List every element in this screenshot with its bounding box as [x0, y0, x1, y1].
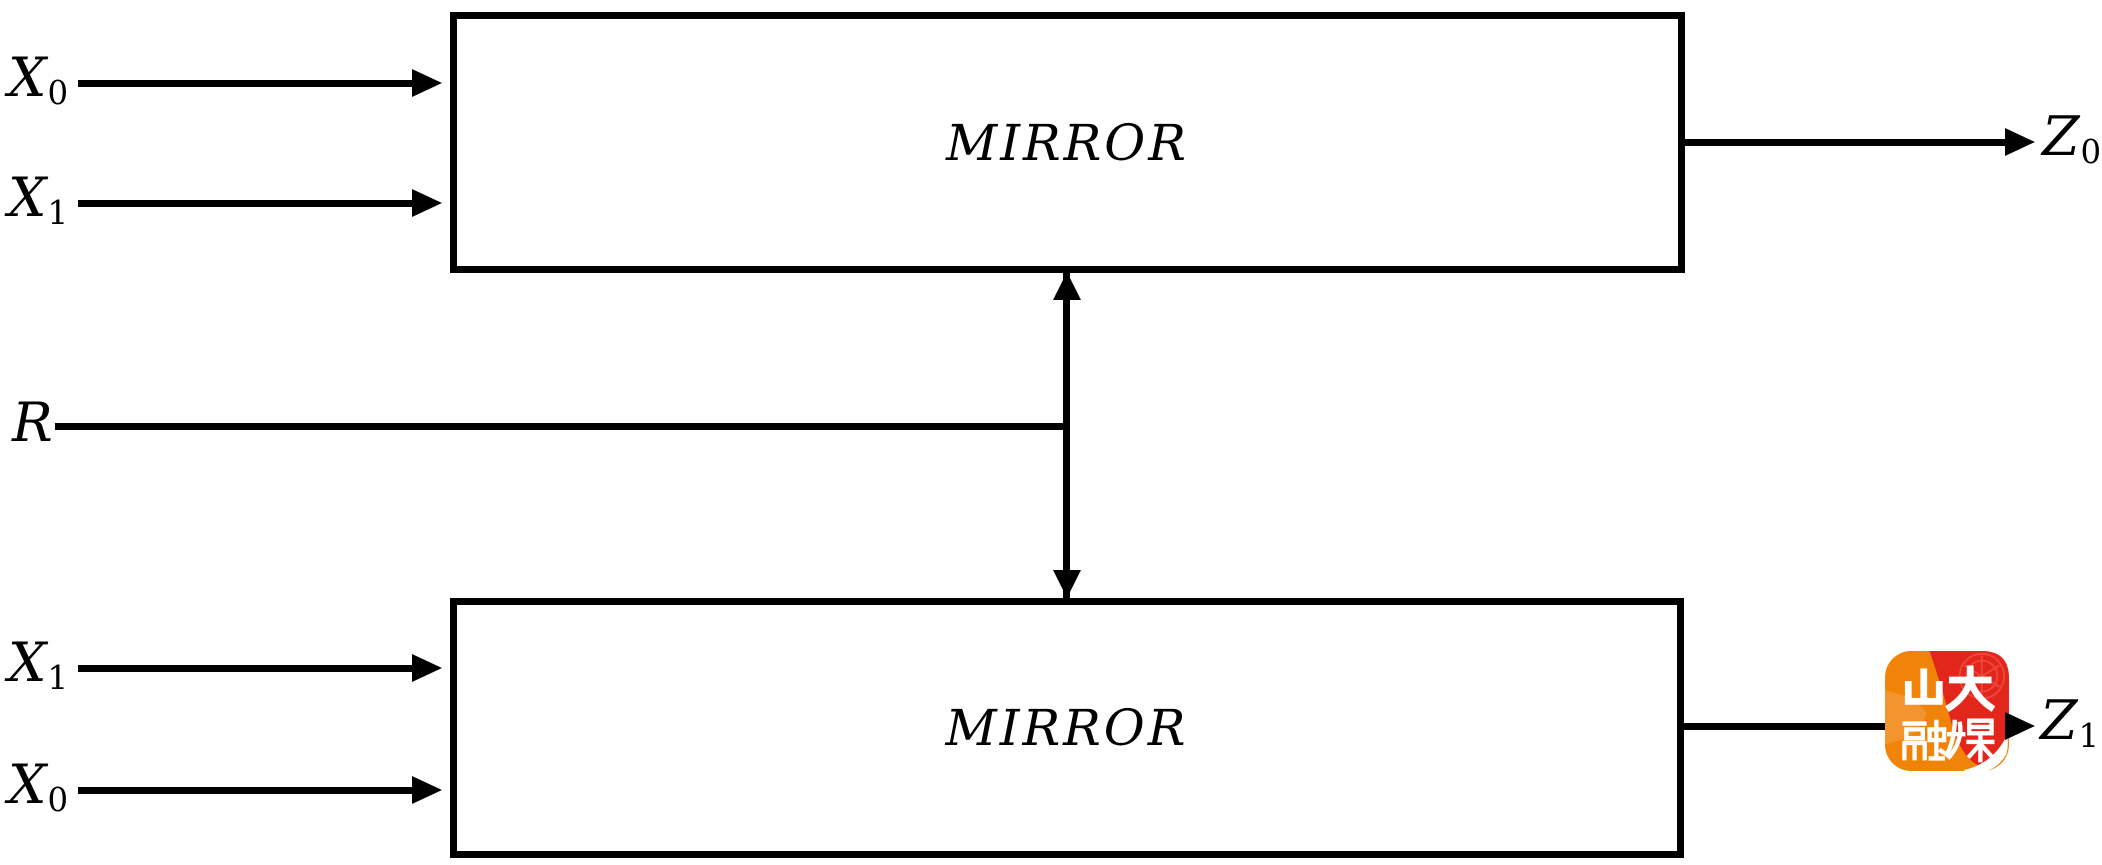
label-top-input-x1-base: X: [8, 166, 47, 229]
top-input-x0-arrowhead: [412, 69, 442, 97]
mirror-block-bottom-label: MIRROR: [945, 699, 1189, 757]
label-reset-r-base: R: [12, 391, 53, 454]
top-input-x0-arrow-line: [78, 80, 414, 87]
label-bottom-input-x1-subscript: 1: [47, 659, 69, 698]
logo-glyph-mei: [1944, 718, 1995, 763]
top-input-x1-arrowhead: [412, 189, 442, 217]
watermark-logo-svg: [1885, 650, 2009, 773]
label-top-input-x1: X1: [8, 166, 68, 233]
label-bottom-input-x0-base: X: [8, 753, 47, 816]
label-top-input-x0-base: X: [8, 46, 47, 109]
label-top-output-z0-subscript: 0: [2080, 133, 2102, 172]
reset-connector-arrowhead-up: [1053, 272, 1081, 300]
label-bottom-input-x1: X1: [8, 631, 68, 698]
label-bottom-input-x0: X0: [8, 753, 68, 820]
label-bottom-output-z1-subscript: 1: [2078, 717, 2100, 756]
bottom-input-x1-arrowhead: [412, 654, 442, 682]
logo-glyph-shan: [1904, 668, 1943, 705]
label-reset-r: R: [12, 391, 54, 458]
shanda-rongmei-watermark-logo-icon: 山大融媒: [1884, 650, 2010, 773]
logo-glyph-da: [1945, 665, 1996, 712]
mirror-block-top: MIRROR: [450, 12, 1685, 273]
label-bottom-output-z1: Z1: [2040, 689, 2099, 756]
bottom-output-z1-arrowhead: [2005, 712, 2035, 740]
label-bottom-input-x1-base: X: [8, 631, 47, 694]
label-bottom-output-z1-base: Z: [2040, 689, 2078, 752]
top-input-x1-arrow-line: [78, 200, 414, 207]
reset-connector-arrowhead-down: [1053, 570, 1081, 598]
label-top-output-z0-base: Z: [2042, 105, 2080, 168]
bottom-input-x0-arrowhead: [412, 776, 442, 804]
logo-glyph-rong: [1902, 719, 1947, 761]
logo-white-swoosh: [1963, 735, 2008, 773]
reset-r-line: [55, 423, 1070, 430]
bottom-input-x0-arrow-line: [78, 787, 414, 794]
mirror-block-top-label: MIRROR: [946, 113, 1189, 172]
label-top-input-x0-subscript: 0: [47, 74, 69, 113]
label-top-output-z0: Z0: [2042, 105, 2101, 172]
label-top-input-x1-subscript: 1: [47, 194, 69, 233]
top-output-z0-arrow-line: [1685, 139, 2007, 146]
top-output-z0-arrowhead: [2005, 128, 2035, 156]
bottom-input-x1-arrow-line: [78, 665, 414, 672]
reset-vertical-connector-line: [1063, 272, 1070, 598]
label-top-input-x0: X0: [8, 46, 68, 113]
mirror-block-bottom: MIRROR: [450, 598, 1684, 858]
bottom-output-z1-arrow-line: [1683, 723, 2007, 730]
label-bottom-input-x0-subscript: 0: [47, 781, 69, 820]
